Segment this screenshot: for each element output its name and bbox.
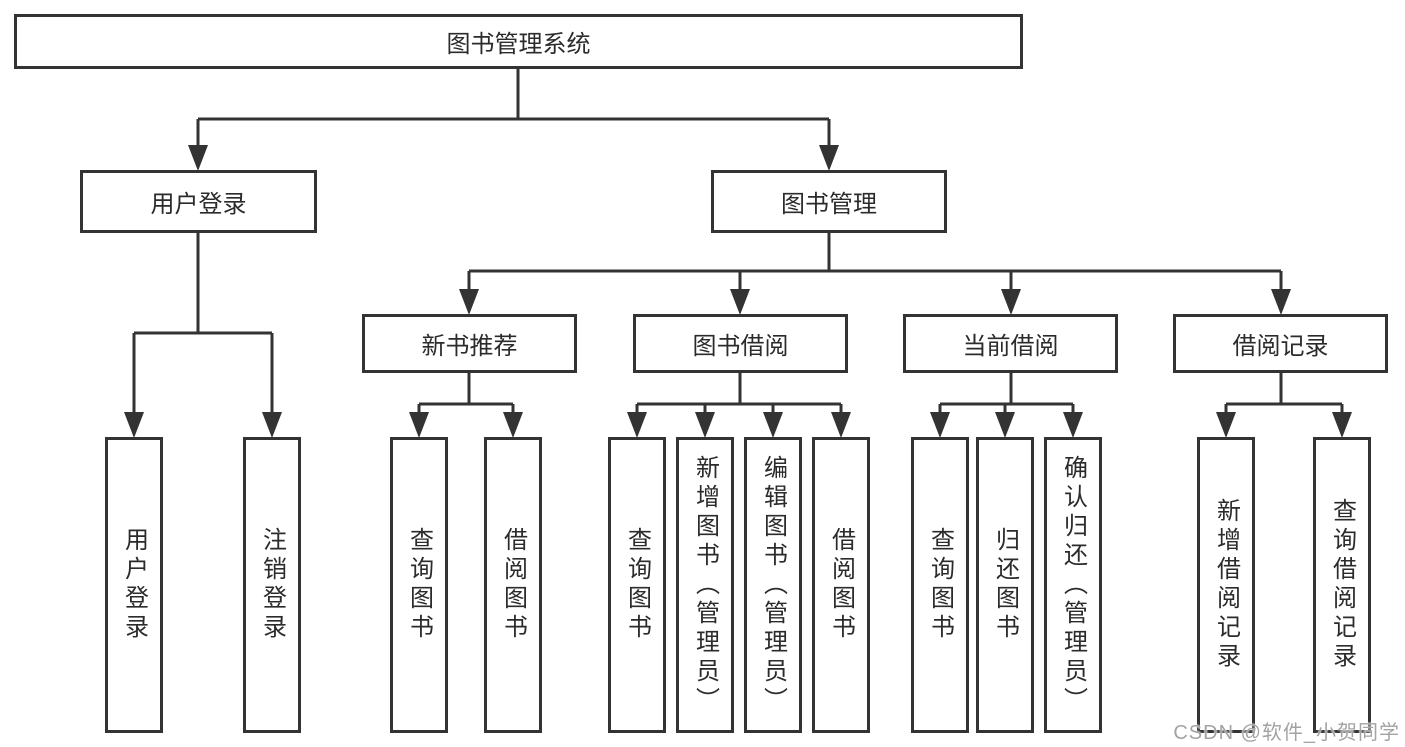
- leaf-edit-book-admin: 编辑图书（管理员）: [744, 437, 802, 733]
- node-new-book-recommend: 新书推荐: [362, 314, 577, 373]
- node-user-login: 用户登录: [80, 170, 317, 233]
- node-borrow-records: 借阅记录: [1173, 314, 1388, 373]
- arrowheads: [124, 145, 1352, 438]
- node-system-root: 图书管理系统: [14, 14, 1023, 69]
- leaf-add-book-admin: 新增图书（管理员）: [676, 437, 734, 733]
- leaf-add-borrow-record: 新增借阅记录: [1197, 437, 1255, 733]
- leaf-return-book: 归还图书: [976, 437, 1034, 733]
- node-book-management: 图书管理: [711, 170, 947, 233]
- watermark: CSDN @软件_小贺同学: [1173, 722, 1400, 744]
- connector-paths: [132, 69, 1344, 415]
- leaf-borrow-books-recommend: 借阅图书: [484, 437, 542, 733]
- node-current-borrow: 当前借阅: [903, 314, 1118, 373]
- leaf-user-login: 用户登录: [105, 437, 163, 733]
- leaf-query-books-current: 查询图书: [911, 437, 969, 733]
- leaf-confirm-return-admin: 确认归还（管理员）: [1044, 437, 1102, 733]
- leaf-query-books-borrow: 查询图书: [608, 437, 666, 733]
- leaf-logout: 注销登录: [243, 437, 301, 733]
- leaf-query-borrow-record: 查询借阅记录: [1313, 437, 1371, 733]
- node-book-borrow: 图书借阅: [633, 314, 848, 373]
- leaf-borrow-books-borrow: 借阅图书: [812, 437, 870, 733]
- leaf-query-books-recommend: 查询图书: [390, 437, 448, 733]
